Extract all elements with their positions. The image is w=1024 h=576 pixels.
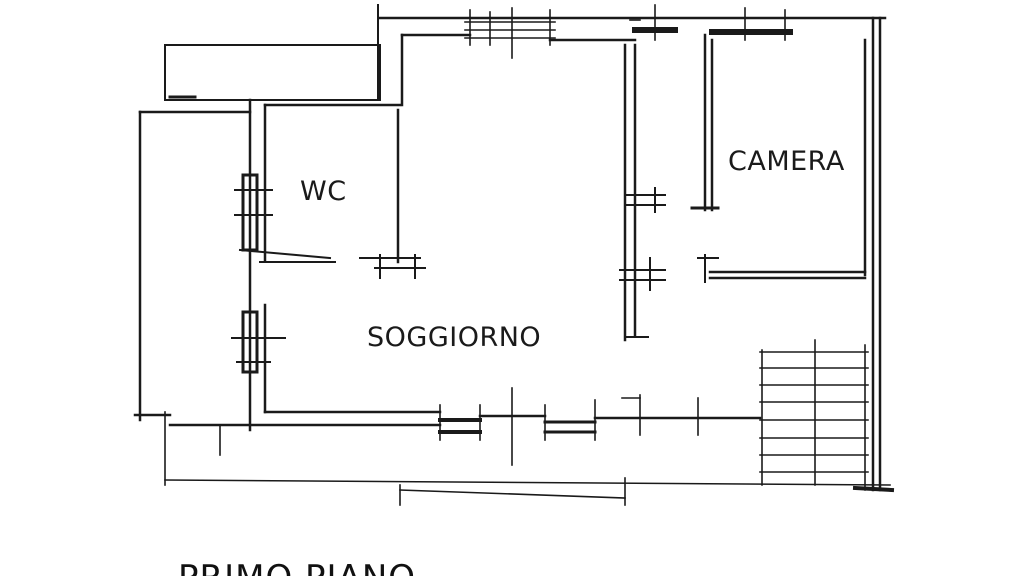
camera-walls: [623, 16, 882, 492]
balcony-outline: [164, 4, 381, 101]
terrace-outline: [164, 411, 895, 506]
left-jambs: [231, 173, 426, 374]
outer-walls: [133, 16, 887, 432]
camera-jambs: [619, 187, 720, 338]
room-label-soggiorno: SOGGIORNO: [367, 322, 542, 353]
window-ticks: [438, 4, 786, 466]
staircase: [759, 339, 869, 491]
floor-title: PRIMO PIANO: [178, 558, 416, 576]
room-label-camera: CAMERA: [728, 146, 845, 177]
room-label-wc: WC: [300, 176, 347, 207]
